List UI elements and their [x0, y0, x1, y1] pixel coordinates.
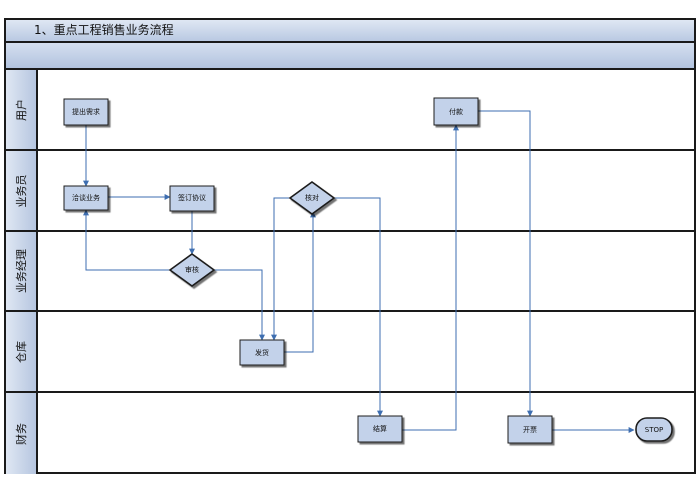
node-settle-box [357, 415, 403, 443]
node-approve-diamond [168, 253, 216, 287]
node-negotiate-label: 洽谈业务 [72, 193, 100, 202]
edge-verify-settle [334, 197, 383, 417]
node-request-label: 提出需求 [72, 107, 100, 116]
swimlane-container: 用户 业务员 业务经理 仓库 财务 [4, 70, 696, 474]
lane-sales: 业务员 [6, 151, 694, 232]
lane-user: 用户 [6, 70, 694, 151]
node-ship-label: 发货 [255, 348, 269, 357]
node-pay-box [433, 97, 479, 126]
node-approve-label: 审核 [185, 265, 199, 274]
edge-pay-invoice [478, 110, 533, 417]
node-settle-label: 结算 [373, 424, 387, 433]
lane-warehouse: 仓库 [6, 312, 694, 393]
diagram-title: 1、重点工程销售业务流程 [4, 18, 696, 43]
node-sign-box [169, 185, 215, 212]
lane-header-warehouse: 仓库 [6, 312, 38, 391]
node-request-box [63, 98, 109, 126]
node-verify-diamond [288, 181, 336, 215]
lane-header-finance: 财务 [6, 393, 38, 474]
node-sign-label: 签订协议 [178, 193, 206, 202]
node-verify-label: 核对 [305, 193, 319, 202]
node-stop-terminator [635, 417, 673, 442]
lane-finance: 财务 [6, 393, 694, 474]
connectors [83, 110, 635, 433]
header-band [4, 43, 696, 70]
node-negotiate-box [63, 185, 109, 211]
lane-header-user: 用户 [6, 70, 38, 149]
node-invoice-box [507, 415, 553, 444]
edge-ship-verify [284, 211, 316, 353]
node-invoice-label: 开票 [523, 426, 537, 434]
lane-header-manager: 业务经理 [6, 232, 38, 310]
node-ship-box [239, 339, 285, 366]
lane-header-sales: 业务员 [6, 151, 38, 230]
node-pay-label: 付款 [449, 107, 463, 116]
edge-verify-ship [271, 197, 290, 341]
edge-approve-ship [214, 269, 265, 341]
edge-settle-pay [402, 124, 459, 431]
node-stop-label: STOP [645, 426, 663, 434]
lane-manager: 业务经理 [6, 232, 694, 312]
edge-approve-negotiate [83, 209, 170, 271]
